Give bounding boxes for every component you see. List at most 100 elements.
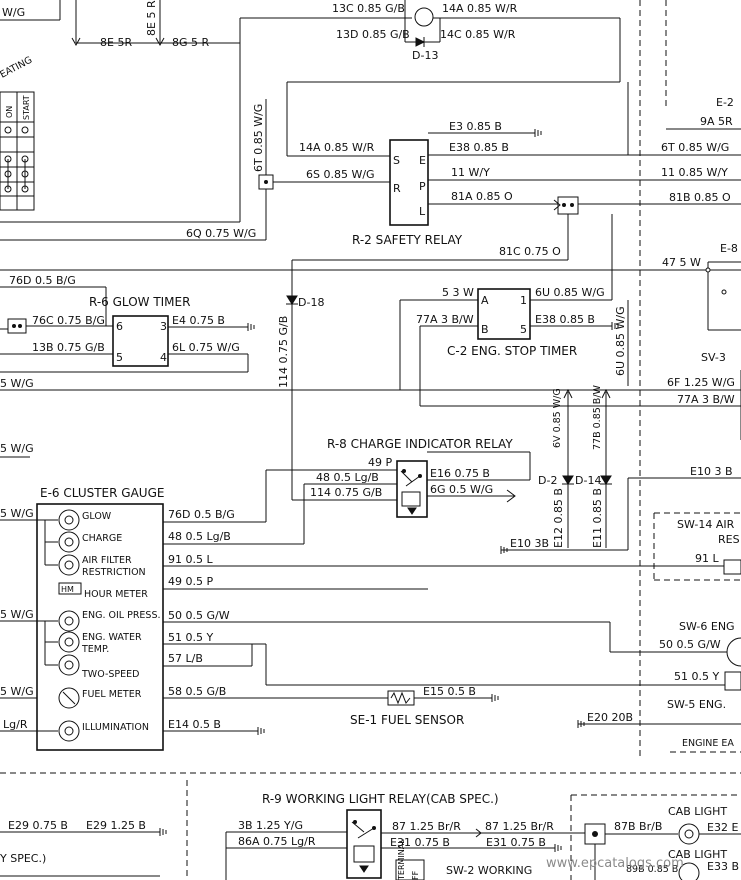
- junction-47: [705, 267, 711, 273]
- ground-e15: [491, 694, 499, 702]
- wire-label-11-r: 11 0.85 W/Y: [661, 166, 728, 179]
- wire-label-6g: 6G 0.5 W/G: [430, 483, 493, 496]
- e6-item-oil-press: ENG. OIL PRESS.: [82, 610, 161, 621]
- heating-col-on: ON: [5, 106, 14, 118]
- sw2-side-terminal: TERMINAL: [397, 839, 406, 880]
- wire-label-48: 48 0.5 Lg/B: [316, 471, 379, 484]
- wire-label-81a: 81A 0.85 O: [451, 190, 513, 203]
- diode-d2: [562, 475, 574, 485]
- wire-label-13d: 13D 0.85 G/B: [336, 28, 410, 41]
- sw2-switch-block: [395, 859, 425, 880]
- heating-label: EATING: [0, 55, 34, 81]
- e6-wire-51: 51 0.5 Y: [168, 631, 213, 644]
- wire-label-6u-vert: 6U 0.85 W/G: [614, 306, 627, 376]
- c2-title: C-2 ENG. STOP TIMER: [447, 344, 577, 358]
- c2-pin-a: A: [481, 294, 489, 307]
- wire-label-e15: E15 0.5 B: [423, 685, 476, 698]
- label-e2: E-2: [716, 96, 734, 109]
- wire-label-9a: 9A 5R: [700, 115, 733, 128]
- e6-item-eng-water: ENG. WATER: [82, 632, 142, 643]
- e6-wire-57: 57 L/B: [168, 652, 203, 665]
- arrow-6g: [506, 489, 516, 503]
- e6-hm-label: HM: [61, 585, 74, 594]
- wire-label-e29a: E29 0.75 B: [8, 819, 68, 832]
- e6-item-illumination: ILLUMINATION: [82, 722, 149, 733]
- ground-e14: [257, 727, 265, 735]
- se1-title: SE-1 FUEL SENSOR: [350, 713, 464, 727]
- e6-wire-48: 48 0.5 Lg/B: [168, 530, 231, 543]
- arrow-6v: [563, 388, 573, 399]
- r6-title: R-6 GLOW TIMER: [89, 295, 190, 309]
- wire-label-87b-br: 87B Br/B: [614, 820, 662, 833]
- wire-label-53w: 5 3 W: [442, 286, 474, 299]
- connector-76c: [7, 318, 27, 334]
- wire-label-47: 47 5 W: [662, 256, 701, 269]
- ground-e29: [159, 828, 167, 836]
- e6-item-restriction: RESTRICTION: [82, 567, 146, 578]
- e6-cluster-gauge-box: [36, 503, 164, 751]
- wire-label-e16: E16 0.75 B: [430, 467, 490, 480]
- sw2-side-ff: FF: [411, 870, 420, 880]
- wire-label-14c: 14C 0.85 W/R: [440, 28, 516, 41]
- wire-label-6t-r: 6T 0.85 W/G: [661, 141, 729, 154]
- r2-pin-r: R: [393, 182, 401, 195]
- arrow-77b: [601, 388, 611, 399]
- e6-wire-e14: E14 0.5 B: [168, 718, 221, 731]
- r8-title: R-8 CHARGE INDICATOR RELAY: [327, 437, 513, 451]
- label-res: RES: [718, 533, 740, 546]
- wire-label-14a-top: 14A 0.85 W/R: [442, 2, 518, 15]
- label-sw2-working: SW-2 WORKING: [446, 864, 532, 877]
- wire-label-6f: 6F 1.25 W/G: [667, 376, 735, 389]
- sw6-switch: [726, 637, 741, 667]
- r8-charge-relay-box: [396, 460, 428, 518]
- e6-gauge-symbols: [58, 509, 82, 742]
- wire-label-76d: 76D 0.5 B/G: [9, 274, 76, 287]
- wire-label-wg-top: W/G: [2, 6, 25, 19]
- e6-item-air-filter: AIR FILTER: [82, 555, 132, 566]
- wire-label-77a-r: 77A 3 B/W: [677, 393, 735, 406]
- wire-label-e11: E11 0.85 B: [591, 488, 604, 548]
- ground-e31: [554, 844, 562, 852]
- e6-wire-50: 50 0.5 G/W: [168, 609, 230, 622]
- cab-light-2-icon: [678, 862, 700, 880]
- r9-relay-box: [346, 809, 382, 879]
- r2-pin-l: L: [419, 205, 426, 218]
- wire-label-77a: 77A 3 B/W: [416, 313, 474, 326]
- wire-label-e31b: E31 0.75 B: [486, 836, 546, 849]
- wire-arrow-8g: [155, 37, 165, 47]
- wire-label-3b: 3B 1.25 Y/G: [238, 819, 303, 832]
- c2-pin-b: B: [481, 323, 489, 336]
- r6-pin-3: 3: [160, 320, 167, 333]
- e6-item-temp: TEMP.: [81, 644, 109, 655]
- diode-label-d18: D-18: [298, 296, 324, 309]
- wire-label-87b: 87 1.25 Br/R: [485, 820, 554, 833]
- e6-wire-49: 49 0.5 P: [168, 575, 213, 588]
- r9-diode: [359, 865, 369, 873]
- wire-label-e31: E31 0.75 B: [390, 836, 450, 849]
- r6-pin-5: 5: [116, 351, 123, 364]
- diode-label-d13: D-13: [412, 49, 438, 62]
- e6-item-two-speed: TWO-SPEED: [81, 669, 139, 680]
- wire-label-6t-vert: 6T 0.85 W/G: [252, 104, 265, 172]
- label-engine-ea: ENGINE EA: [682, 738, 734, 749]
- wire-label-114-vert: 114 0.75 G/B: [277, 316, 290, 388]
- r2-title: R-2 SAFETY RELAY: [352, 233, 463, 247]
- arrow-81: [553, 199, 561, 211]
- diode-d18: [286, 295, 298, 305]
- label-sv3: SV-3: [701, 351, 726, 364]
- ground-e20: [577, 720, 585, 728]
- e6-item-fuel-meter: FUEL METER: [82, 689, 142, 700]
- wire-label-e33: E33 B: [707, 860, 739, 873]
- wire-label-6l: 6L 0.75 W/G: [172, 341, 240, 354]
- wire-label-e3: E3 0.85 B: [449, 120, 502, 133]
- label-e8: E-8: [720, 242, 738, 255]
- e6-wire-76d: 76D 0.5 B/G: [168, 508, 235, 521]
- r2-pin-p: P: [419, 180, 426, 193]
- wire-label-81c: 81C 0.75 O: [499, 245, 561, 258]
- wire-label-13c: 13C 0.85 G/B: [332, 2, 405, 15]
- r8-diode: [407, 507, 417, 515]
- wire-label-6s: 6S 0.85 W/G: [306, 168, 375, 181]
- wire-label-11: 11 W/Y: [451, 166, 490, 179]
- wire-label-8e-vert: 8E 5 R: [145, 0, 158, 36]
- sw5-switch: [724, 671, 741, 691]
